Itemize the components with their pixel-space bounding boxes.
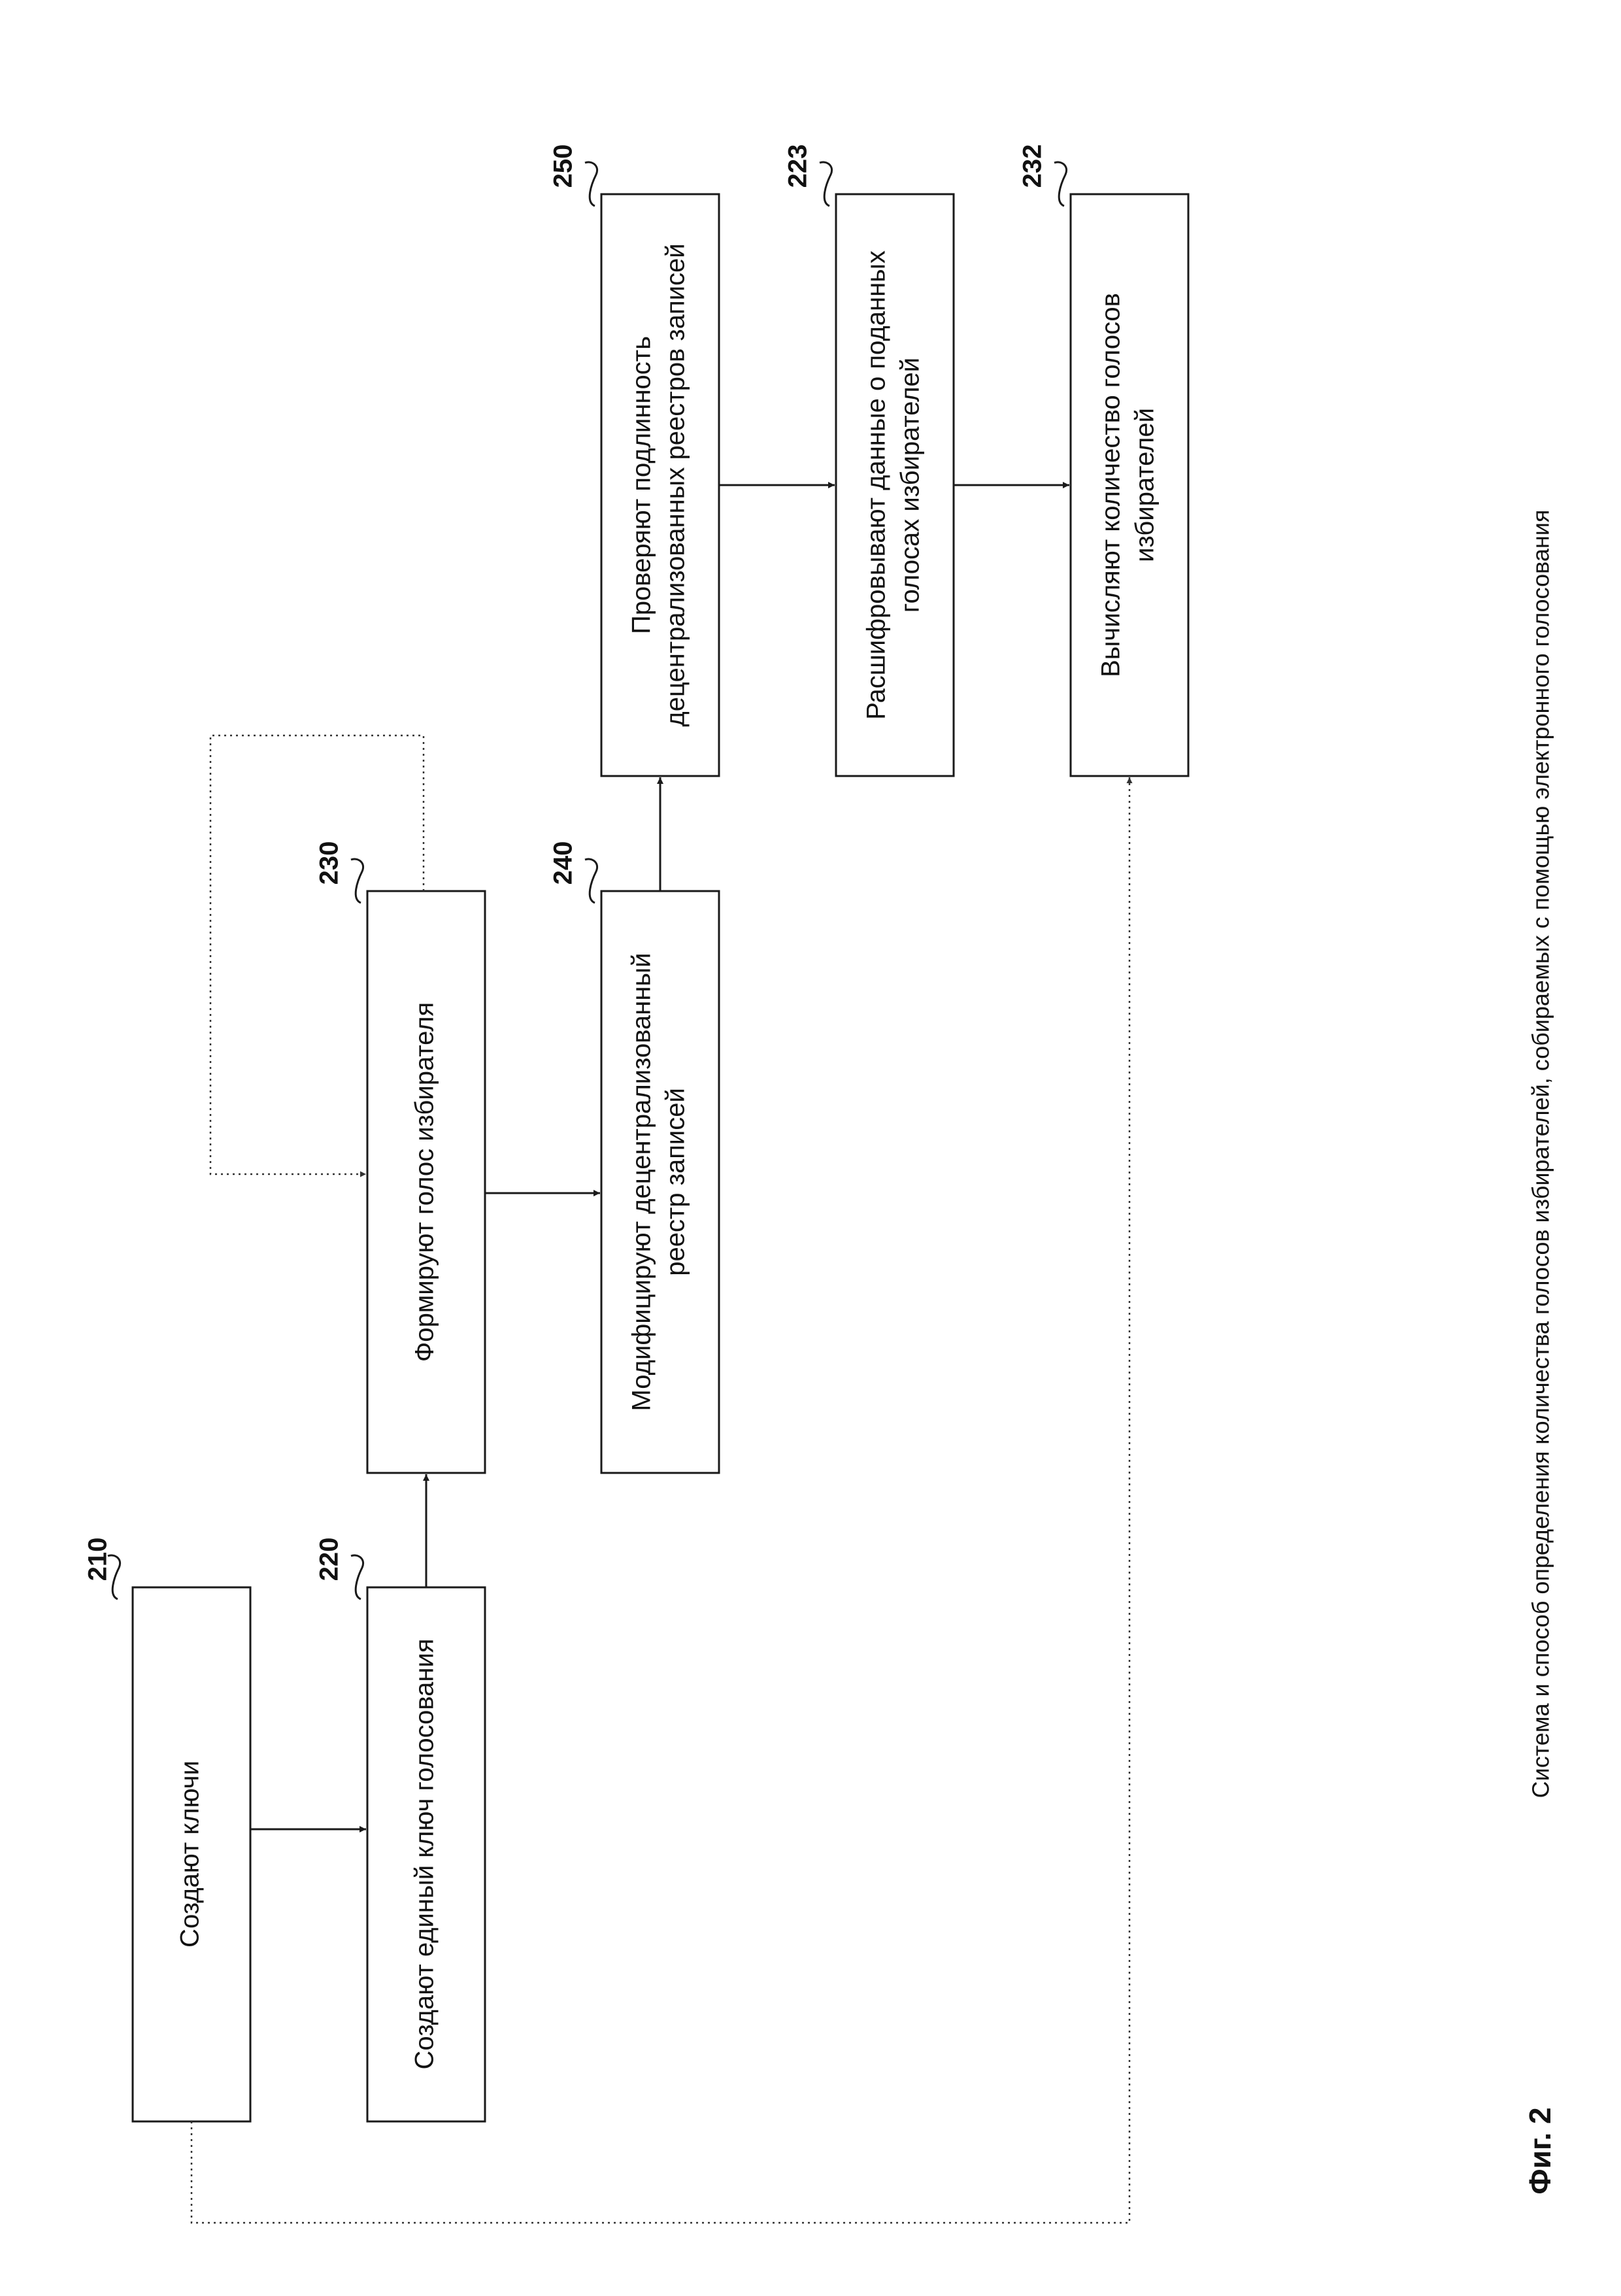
ref-210: 210	[84, 1538, 112, 1581]
svg-text:Проверяют подлинность: Проверяют подлинность	[627, 336, 656, 634]
svg-text:Создают ключи: Создают ключи	[176, 1761, 205, 1948]
leader-232	[1054, 162, 1067, 206]
step-250-box	[601, 194, 719, 776]
leader-250	[585, 162, 597, 206]
leader-223	[820, 162, 832, 206]
svg-text:Модифицируют децентрализованны: Модифицируют децентрализованный	[627, 953, 656, 1411]
step-220-label: Создают единый ключ голосования	[410, 1639, 439, 2070]
step-240-box	[601, 891, 719, 1473]
step-223-box	[836, 194, 954, 776]
svg-text:реестр записей: реестр записей	[661, 1088, 690, 1276]
svg-text:Расшифровывают данные о поданн: Расшифровывают данные о поданных	[862, 250, 891, 720]
leader-220	[351, 1555, 363, 1599]
figure-caption: Система и способ определения количества …	[1528, 510, 1554, 1798]
svg-text:Вычисляют количество голосов: Вычисляют количество голосов	[1097, 293, 1126, 677]
ref-220: 220	[315, 1538, 344, 1581]
ref-230: 230	[315, 841, 344, 885]
ref-250: 250	[549, 144, 578, 188]
figure-label: Фиг. 2	[1523, 2107, 1557, 2194]
leader-230	[351, 859, 363, 903]
svg-text:децентрализованных реестров за: децентрализованных реестров записей	[661, 243, 690, 726]
svg-text:голосах избирателей: голосах избирателей	[896, 358, 925, 613]
step-230-label: Формируют голос избирателя	[410, 1002, 439, 1362]
ref-240: 240	[549, 841, 578, 885]
svg-text:Формируют голос избирателя: Формируют голос избирателя	[410, 1002, 439, 1362]
svg-text:Создают единый ключ голосовани: Создают единый ключ голосования	[410, 1639, 439, 2070]
ref-223: 223	[784, 144, 812, 188]
step-232-box	[1071, 194, 1188, 776]
svg-text:избирателей: избирателей	[1131, 408, 1160, 562]
step-210-label: Создают ключи	[176, 1761, 205, 1948]
leader-240	[585, 859, 597, 903]
ref-232: 232	[1018, 144, 1047, 188]
